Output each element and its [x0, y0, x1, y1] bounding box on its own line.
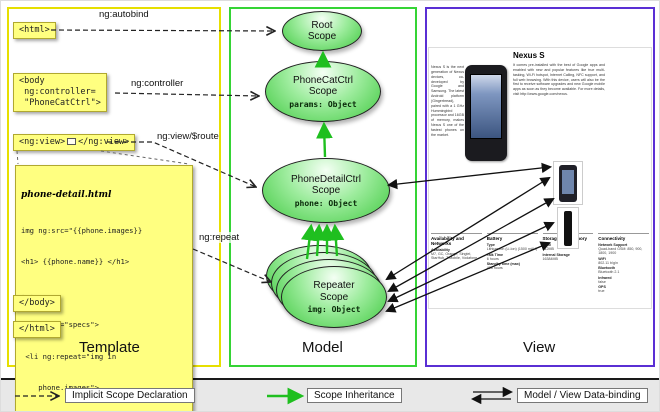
- root-scope-title: Root Scope: [307, 19, 337, 43]
- phone-screen: [470, 74, 502, 139]
- ng-view-note: <ng:view> </ng:view>: [13, 134, 136, 152]
- product-description-right: It comes pre-installed with the best of …: [513, 63, 605, 97]
- repeater-scope-detail: img: Object: [307, 305, 361, 314]
- spec-title: Availability and Networks: [431, 236, 464, 246]
- view-label: View: [523, 339, 556, 356]
- spec-value: Lithium Ion (Li-Ion) (1500 mAH): [486, 247, 538, 251]
- phonedetailctrl-scope-detail: phone: Object: [294, 198, 358, 208]
- code-line: <li ng:repeat="img in: [21, 351, 117, 361]
- spec-value: Quad-band GSM: 850, 900, 1800, 1900: [598, 247, 643, 255]
- legend-model-view-databinding: Model / View Data-binding: [517, 388, 648, 403]
- spec-title: Battery: [486, 236, 503, 241]
- spec-value: 802.11 b/g/n: [598, 260, 618, 265]
- phone-thumbnail-side: [557, 207, 579, 249]
- body-open-note: <body ng:controller= "PhoneCatCtrl">: [13, 73, 107, 113]
- body-close-note: </body>: [13, 295, 61, 313]
- spec-value: false: [598, 279, 606, 284]
- spec-value: M7, GC, Orange, Singtel, StarHub, T-Mobi…: [431, 252, 478, 260]
- spec-item: Type Lithium Ion (Li-Ion) (1500 mAH): [487, 243, 538, 251]
- spec-item: Standby time (max) 428 hours: [487, 262, 538, 270]
- spec-item: WiFi 802.11 b/g/n: [598, 257, 649, 265]
- spec-column-battery: Battery Type Lithium Ion (Li-Ion) (1500 …: [486, 233, 538, 293]
- thumbnail-phone-screen: [562, 170, 574, 194]
- phonecatctrl-scope-ellipse: PhoneCatCtrl Scope params: Object: [265, 61, 381, 122]
- spec-label: Bluetooth: [598, 266, 616, 270]
- spec-item: Infrared false: [598, 276, 649, 284]
- phonedetailctrl-scope-title: PhoneDetailCtrl Scope: [290, 173, 362, 197]
- spec-title: Connectivity: [598, 236, 626, 241]
- spec-item: Talk Time 6 hours: [487, 253, 538, 261]
- code-title: phone-detail.html: [21, 190, 112, 201]
- spec-item: Bluetooth Bluetooth 2.1: [598, 266, 649, 274]
- edge-label-ng-repeat: ng:repeat: [199, 232, 240, 243]
- code-line: img ng:src="{{phone.images}}: [21, 225, 143, 235]
- spec-label: Internal Storage: [542, 252, 570, 257]
- spec-label: Infrared: [598, 275, 612, 280]
- code-line: ...: [21, 288, 34, 298]
- ng-view-close-text: </ng:view>: [78, 137, 130, 147]
- html-close-note: </html>: [13, 321, 61, 339]
- repeater-scope-ellipse: Repeater Scope img: Object: [281, 266, 387, 328]
- spec-item: GPS true: [598, 285, 649, 293]
- legend-scope-inheritance: Scope Inheritance: [307, 388, 402, 403]
- spec-item: Availability M7, GC, Orange, Singtel, St…: [431, 248, 482, 260]
- template-label: Template: [79, 339, 140, 356]
- ng-view-open-text: <ng:view>: [19, 137, 66, 147]
- spec-item: Internal Storage 16384MB: [543, 253, 594, 261]
- phonecatctrl-scope-title: PhoneCatCtrl Scope: [292, 74, 354, 98]
- code-line: phone.images">: [21, 383, 99, 393]
- spec-column-availability: Availability and Networks Availability M…: [431, 233, 482, 293]
- edge-label-ng-view-route: ng:view/$route: [157, 131, 219, 142]
- spec-item: Network Support Quad-band GSM: 850, 900,…: [598, 243, 649, 255]
- spec-value: 16384MB: [542, 256, 558, 261]
- thumbnail-phone-body: [564, 211, 572, 246]
- view-placeholder-icon: [67, 138, 77, 145]
- phonedetailctrl-scope-ellipse: PhoneDetailCtrl Scope phone: Object: [262, 158, 390, 223]
- phone-detail-code-note: phone-detail.html img ng:src="{{phone.im…: [15, 165, 193, 411]
- spec-label: WiFi: [598, 256, 606, 261]
- product-description-left: Nexus S is the next generation of Nexus …: [431, 65, 464, 137]
- spec-value: 428 hours: [486, 266, 503, 270]
- phonecatctrl-scope-detail: params: Object: [289, 99, 357, 109]
- spec-column-connectivity: Connectivity Network Support Quad-band G…: [598, 233, 649, 293]
- html-open-note: <html>: [13, 22, 56, 40]
- spec-label: Network Support: [598, 243, 628, 247]
- repeater-scope-title: Repeater Scope: [313, 280, 355, 303]
- code-line: <h1> {{phone.name}} </h1>: [21, 257, 130, 267]
- spec-value: 6 hours: [486, 256, 499, 261]
- phone-main-image: [465, 65, 507, 161]
- legend-implicit-scope-declaration: Implicit Scope Declaration: [65, 388, 195, 403]
- root-scope-ellipse: Root Scope: [282, 11, 362, 51]
- model-label: Model: [302, 339, 343, 356]
- spec-label: GPS: [598, 285, 606, 289]
- spec-value: true: [598, 289, 605, 293]
- edge-label-ng-controller: ng:controller: [131, 78, 184, 89]
- spec-table: Availability and Networks Availability M…: [431, 233, 649, 293]
- product-title: Nexus S: [513, 51, 545, 60]
- edge-label-ng-autobind: ng:autobind: [99, 9, 149, 20]
- spec-value: Bluetooth 2.1: [598, 270, 620, 274]
- phone-thumbnail-front: [553, 161, 583, 205]
